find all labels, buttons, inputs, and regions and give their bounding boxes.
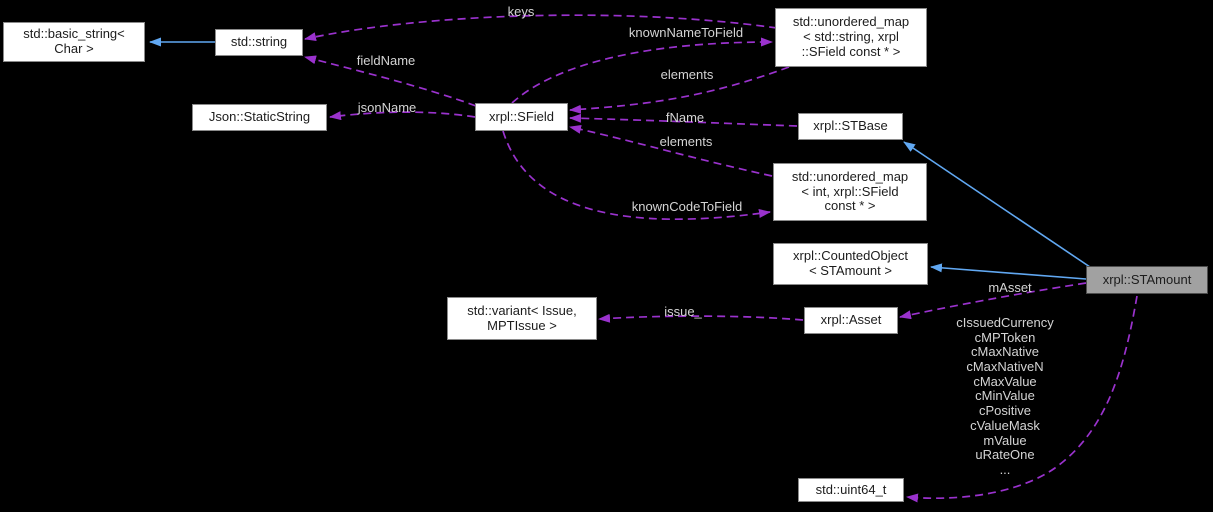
edge-issue <box>598 313 804 323</box>
edge-known-code-to-field <box>502 130 771 220</box>
edge-m-asset <box>899 282 1087 320</box>
node-std-basic-string[interactable]: std::basic_string< Char > <box>3 22 145 62</box>
node-xrpl-stamount[interactable]: xrpl::STAmount <box>1086 266 1208 294</box>
edge-keys <box>304 14 778 42</box>
node-std-variant[interactable]: std::variant< Issue, MPTIssue > <box>447 297 597 340</box>
edge-stamount-to-stbase <box>903 141 1091 268</box>
edge-known-name-to-field <box>511 37 773 104</box>
edge-field-name <box>304 55 477 107</box>
edge-elements-top <box>569 66 790 114</box>
edge-json-name <box>329 111 476 121</box>
edge-elements-mid <box>569 124 773 177</box>
node-unordered-map-int-sfield[interactable]: std::unordered_map < int, xrpl::SField c… <box>773 163 927 221</box>
node-xrpl-asset[interactable]: xrpl::Asset <box>804 307 898 334</box>
node-xrpl-sfield[interactable]: xrpl::SField <box>475 103 568 131</box>
node-unordered-map-string-sfield[interactable]: std::unordered_map < std::string, xrpl :… <box>775 8 927 67</box>
node-xrpl-stbase[interactable]: xrpl::STBase <box>798 113 903 140</box>
node-json-staticstring[interactable]: Json::StaticString <box>192 104 327 131</box>
edge-stamount-to-countedobject <box>930 263 1087 280</box>
node-std-string[interactable]: std::string <box>215 29 303 56</box>
edge-stamount-members <box>906 295 1138 503</box>
node-std-uint64-t[interactable]: std::uint64_t <box>798 478 904 502</box>
edge-f-name <box>569 113 798 127</box>
node-xrpl-countedobject[interactable]: xrpl::CountedObject < STAmount > <box>773 243 928 285</box>
